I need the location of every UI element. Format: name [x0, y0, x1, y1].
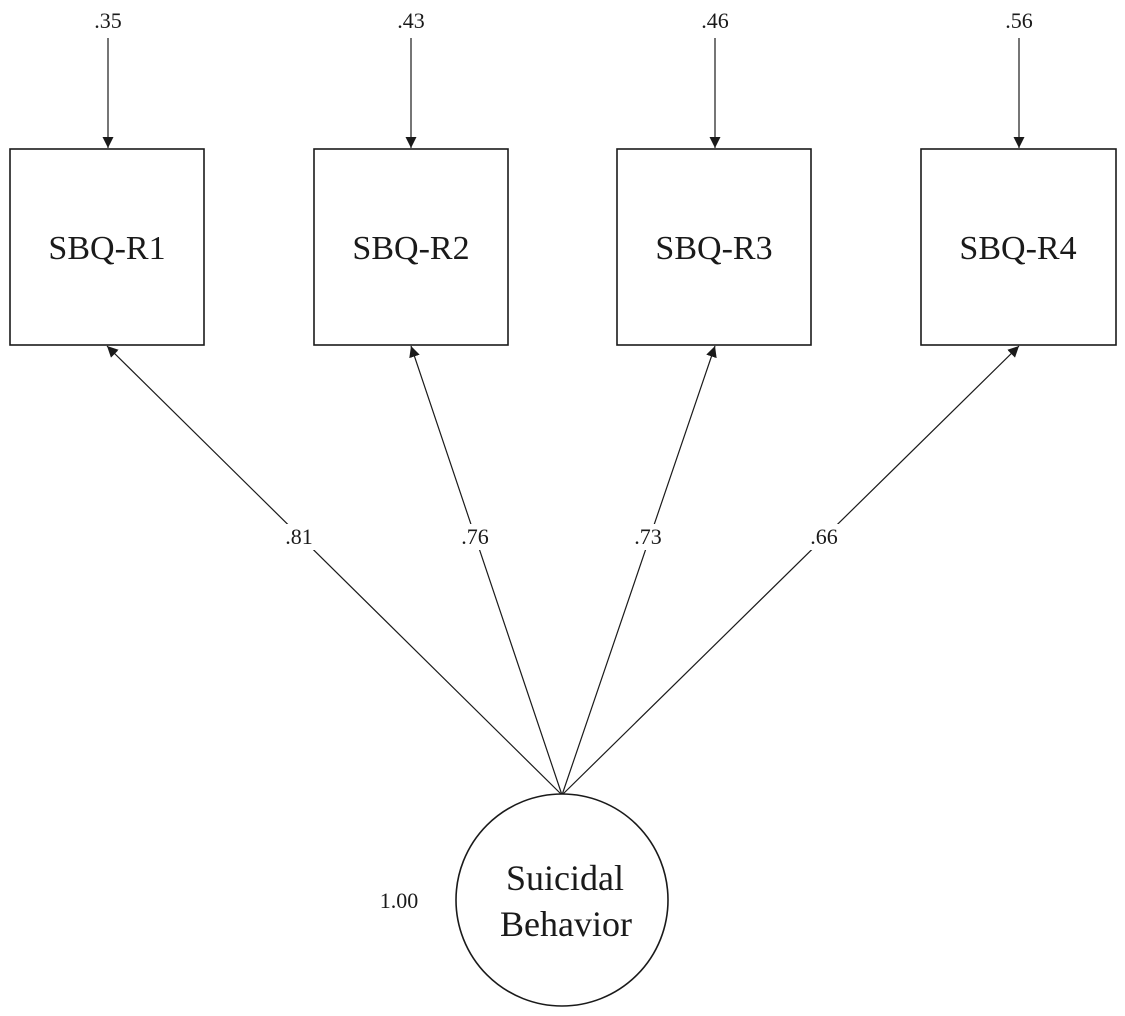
loading-value-sbq-r2: .76 [461, 524, 489, 549]
indicator-label: SBQ-R3 [655, 230, 772, 267]
loading-value-sbq-r3: .73 [634, 524, 662, 549]
indicator-box [313, 148, 509, 346]
loading-path-sbq-r1 [106, 345, 563, 796]
loading-label-bg [454, 524, 496, 550]
indicator-sbq-r3: SBQ-R3 [616, 148, 812, 346]
latent-factor-suicidal-behavior: Suicidal Behavior [455, 793, 669, 1007]
indicator-box [616, 148, 812, 346]
indicator-label: SBQ-R4 [959, 230, 1076, 267]
latent-label-line2: Behavior [500, 904, 632, 944]
error-variance-sbq-r4: .56 [1005, 8, 1033, 33]
latent-variance: 1.00 [380, 888, 419, 913]
loading-path-sbq-r4 [561, 345, 1020, 796]
indicator-sbq-r4: SBQ-R4 [920, 148, 1117, 346]
loading-label-bg [627, 524, 669, 550]
indicator-label: SBQ-R1 [48, 230, 165, 267]
loading-path-sbq-r3 [561, 345, 717, 796]
indicator-sbq-r1: SBQ-R1 [9, 148, 205, 346]
indicator-box [9, 148, 205, 346]
loading-label-bg [803, 524, 845, 550]
indicator-label: SBQ-R2 [352, 230, 469, 267]
error-variance-sbq-r1: .35 [94, 8, 122, 33]
indicator-sbq-r2: SBQ-R2 [313, 148, 509, 346]
latent-circle [455, 793, 669, 1007]
error-variance-sbq-r3: .46 [701, 8, 729, 33]
error-variance-sbq-r2: .43 [397, 8, 425, 33]
indicator-box [920, 148, 1117, 346]
loading-label-bg [278, 524, 320, 550]
latent-label-line1: Suicidal [506, 858, 624, 898]
loading-value-sbq-r1: .81 [285, 524, 313, 549]
loading-path-sbq-r2 [409, 345, 563, 796]
loading-value-sbq-r4: .66 [810, 524, 838, 549]
